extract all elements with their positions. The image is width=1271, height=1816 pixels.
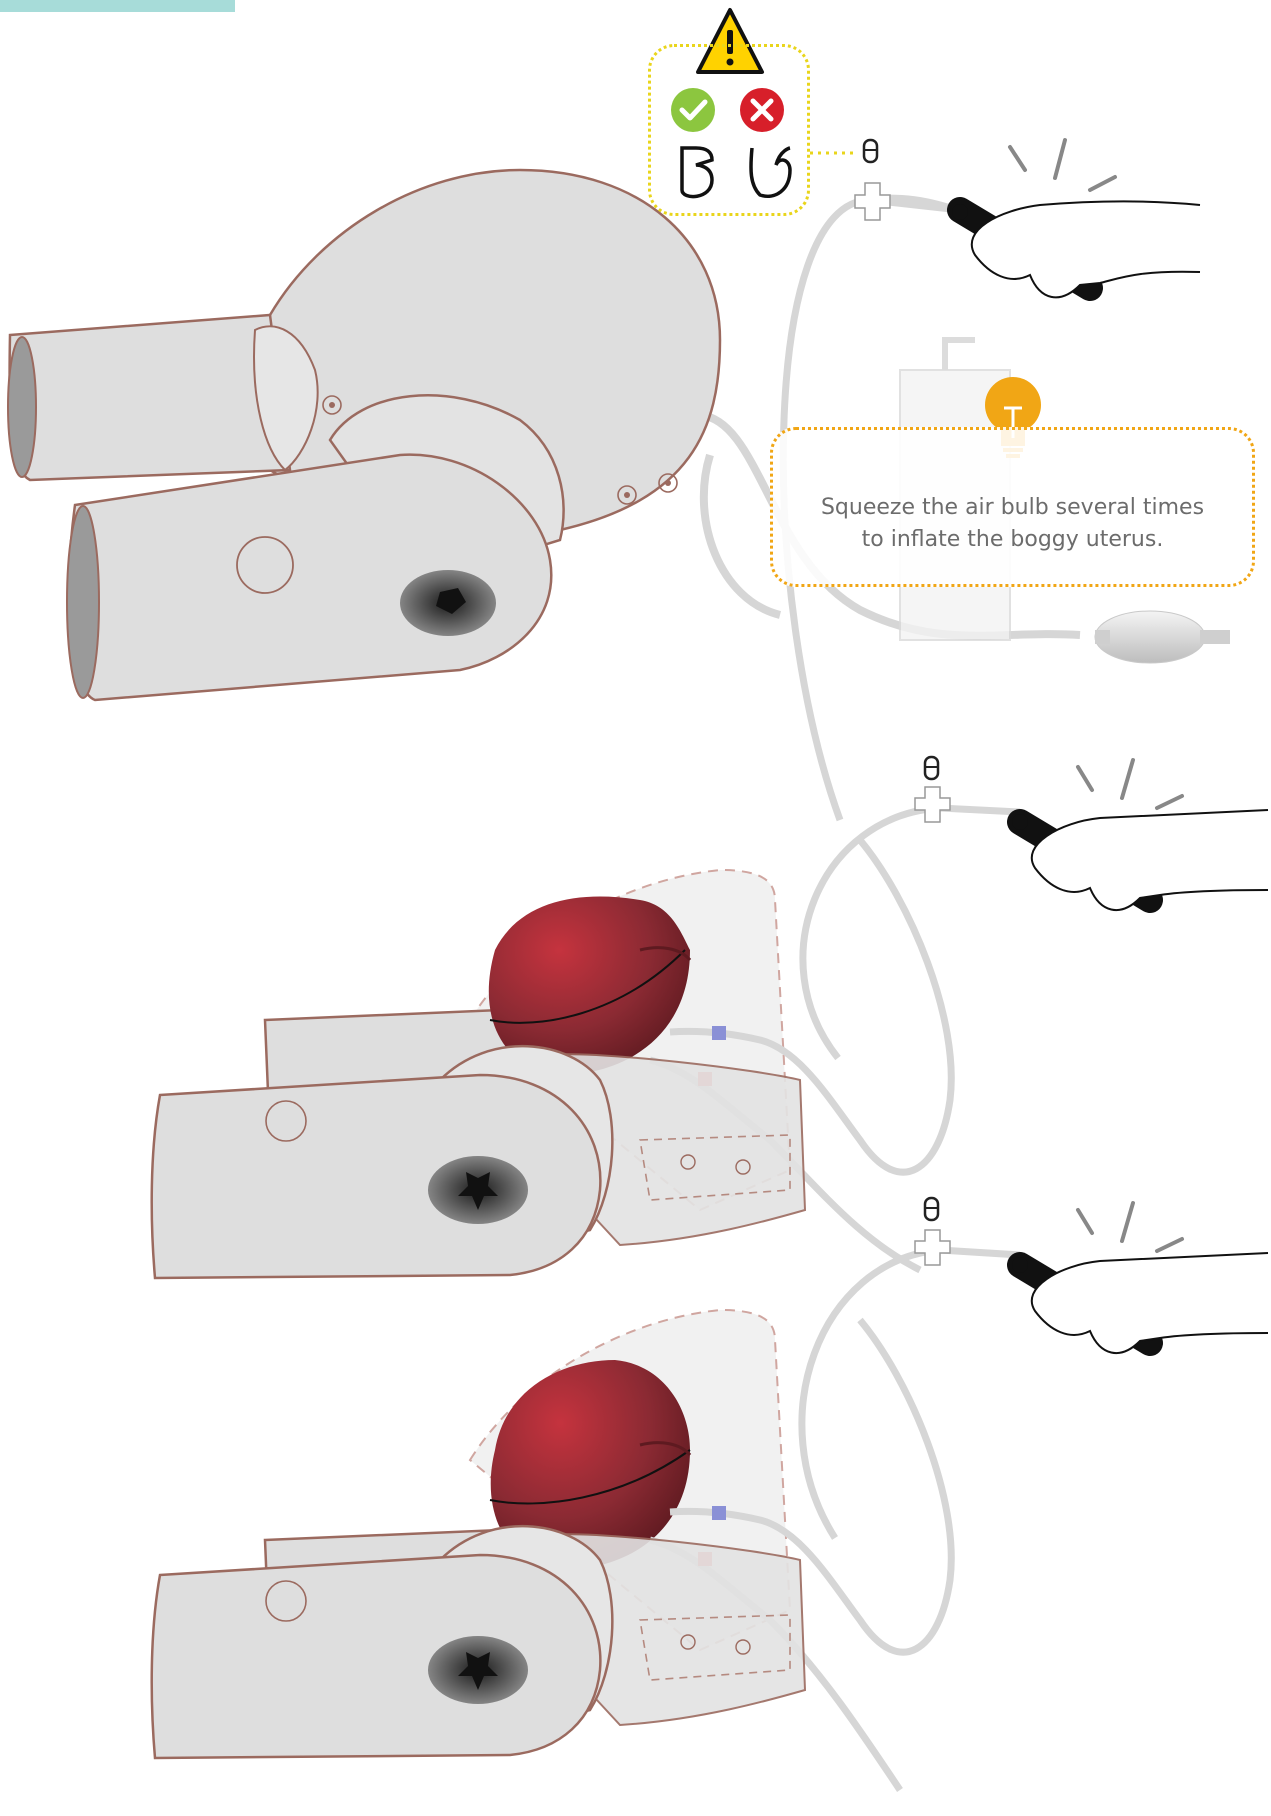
middle-manikin xyxy=(152,840,952,1278)
hand-squeezing-bulb-bottom xyxy=(1012,1203,1268,1353)
air-bulb xyxy=(1095,611,1230,663)
hand-squeezing-bulb-top xyxy=(952,140,1200,297)
tip-text: Squeeze the air bulb several times to in… xyxy=(773,492,1252,556)
tip-line-1: Squeeze the air bulb several times xyxy=(773,492,1252,524)
bottom-manikin xyxy=(152,1310,952,1790)
tip-callout: Squeeze the air bulb several times to in… xyxy=(770,427,1255,587)
bottom-pump-assembly xyxy=(802,1198,1020,1538)
hand-squeezing-bulb-middle xyxy=(1012,760,1268,910)
tip-line-2: to inflate the boggy uterus. xyxy=(773,524,1252,556)
clamp-warning-box xyxy=(648,44,810,216)
